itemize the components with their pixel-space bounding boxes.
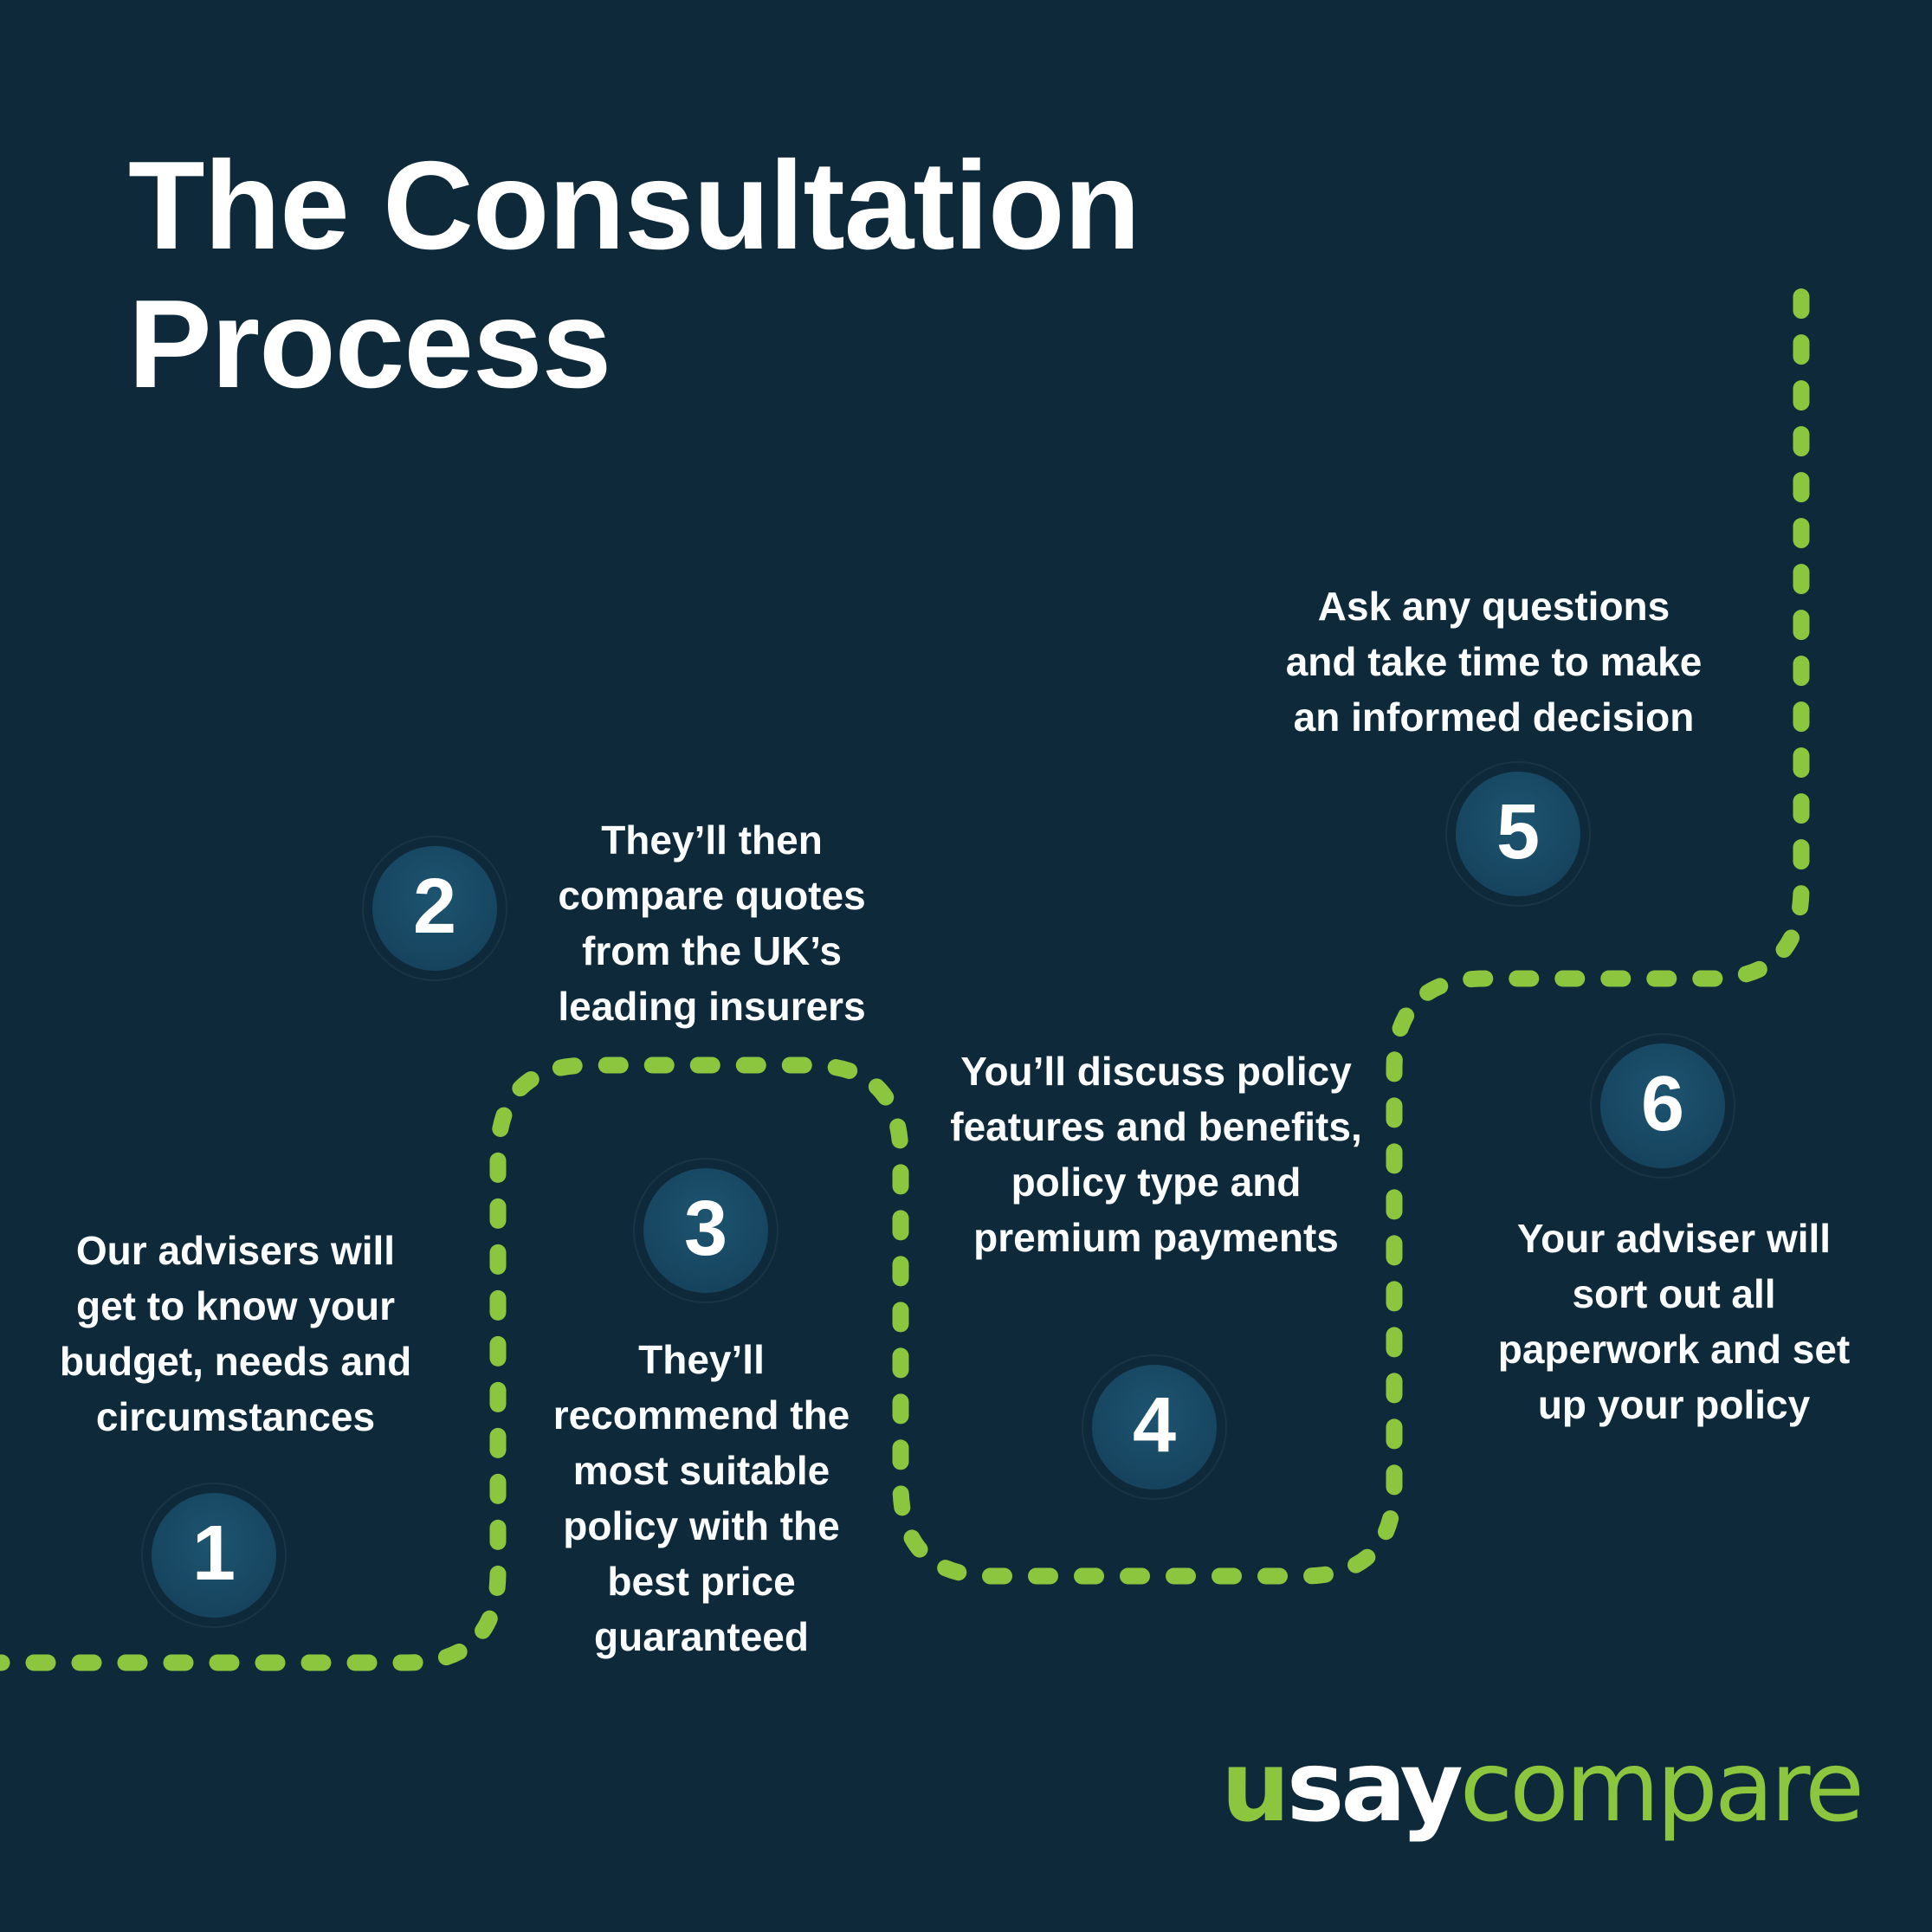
logo-part-compare: compare [1459,1731,1864,1844]
step-circle-6: 6 [1590,1033,1735,1179]
step-circle-3: 3 [633,1158,779,1303]
step-text-2: They’ll then compare quotes from the UK’… [558,817,866,1029]
page-title: The Consultation Process [128,135,1140,414]
logo-part-say: say [1286,1731,1464,1844]
route-dashed-path [0,262,1810,1671]
step-text-1: Our advisers will get to know your budge… [59,1228,412,1439]
step-text-4: You’ll discuss policy features and benef… [950,1049,1362,1260]
step-circle-4: 4 [1082,1354,1227,1500]
step-number-1: 1 [191,1510,236,1597]
step-number-2: 2 [412,863,457,950]
step-number-5: 5 [1496,789,1541,876]
step-text-3: They’ll recommend the most suitable poli… [552,1337,850,1659]
step-circle-1: 1 [141,1483,287,1628]
step-text-6: Your adviser will sort out all paperwork… [1497,1216,1851,1427]
logo-part-u: u [1221,1731,1290,1844]
step-text-5: Ask any questions and take time to make … [1285,584,1703,740]
step-circle-2: 2 [362,836,507,981]
step-number-3: 3 [683,1186,728,1272]
usaycompare-logo: usaycompare [1221,1739,1864,1836]
step-circle-5: 5 [1445,761,1591,907]
step-number-4: 4 [1132,1382,1177,1469]
step-number-6: 6 [1640,1061,1685,1147]
